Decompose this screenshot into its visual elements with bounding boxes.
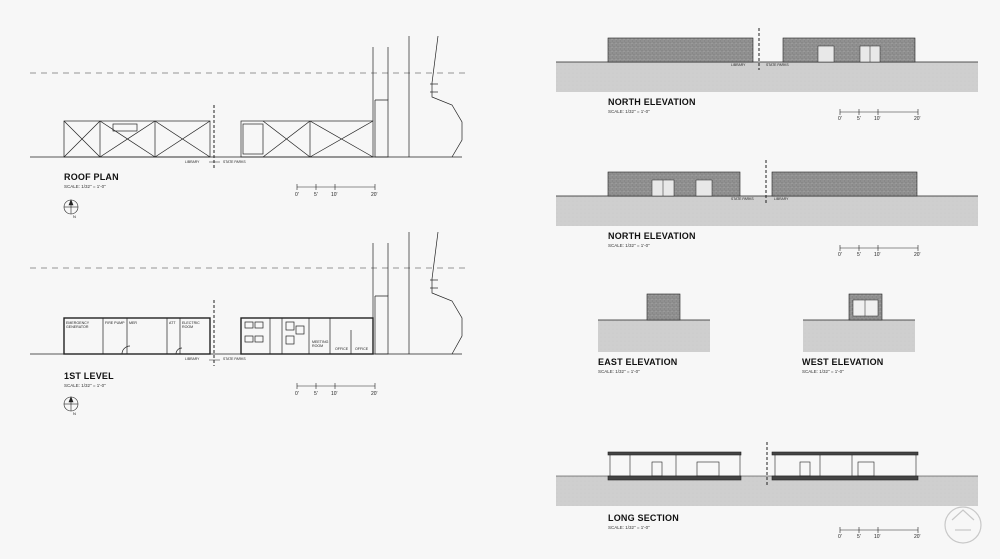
scale-tick: 5' <box>314 192 318 198</box>
scale-bar <box>839 109 919 115</box>
room-electric-room: ELECTRIC ROOM <box>182 321 200 329</box>
room-office-2: OFFICE <box>355 347 369 351</box>
east-elevation-drawing <box>598 293 710 352</box>
roof-plan-title: ROOF PLAN <box>64 172 119 182</box>
ground-fill <box>556 476 978 506</box>
library-label: LIBRARY <box>185 357 200 361</box>
north-elevation-1-title: NORTH ELEVATION <box>608 97 696 107</box>
north-arrow-icon <box>63 199 79 215</box>
scale-tick: 10' <box>331 391 338 397</box>
ground-fill <box>556 62 978 92</box>
roof-right-building <box>240 120 374 158</box>
elevation-building-right <box>771 171 918 197</box>
north-elevation-1-drawing <box>556 28 978 92</box>
state-parks-label: STATE PARKS <box>223 357 246 361</box>
first-level-title: 1ST LEVEL <box>64 371 114 381</box>
west-elevation-drawing <box>803 293 915 352</box>
first-level-north-label: N <box>73 411 76 416</box>
roof-plan-scale: SCALE: 1/32" = 1'-0" <box>64 184 106 189</box>
ground-fill <box>598 320 710 352</box>
ground-fill <box>803 320 915 352</box>
scale-bar <box>839 527 919 533</box>
scale-tick: 10' <box>874 252 881 258</box>
first-level-scale: SCALE: 1/32" = 1'-0" <box>64 383 106 388</box>
scale-tick: 5' <box>857 534 861 540</box>
north-elevation-2-title: NORTH ELEVATION <box>608 231 696 241</box>
scale-tick: 5' <box>857 116 861 122</box>
room-att: ATT <box>169 321 176 325</box>
roof-left-building <box>63 120 211 158</box>
roof-plan-north-label: N <box>73 214 76 219</box>
first-level-plan-drawing <box>30 231 470 366</box>
elevation-building-left <box>607 37 754 63</box>
east-elevation-title: EAST ELEVATION <box>598 357 678 367</box>
roof-plan-drawing <box>30 35 470 168</box>
elevation-building <box>646 293 681 321</box>
room-office-1: OFFICE <box>335 347 349 351</box>
scale-tick: 20' <box>371 391 378 397</box>
scale-tick: 5' <box>857 252 861 258</box>
scale-bar <box>296 184 376 190</box>
long-section-scale: SCALE: 1/32" = 1'-0" <box>608 525 650 530</box>
scale-tick: 10' <box>874 116 881 122</box>
state-parks-label: STATE PARKS <box>223 160 246 164</box>
scale-tick: 0' <box>838 252 842 258</box>
scale-tick: 20' <box>371 192 378 198</box>
north-arrow-icon <box>63 396 79 412</box>
scale-tick: 0' <box>295 391 299 397</box>
scale-tick: 20' <box>914 252 921 258</box>
long-section-drawing <box>556 442 978 506</box>
room-meeting-room: MEETING ROOM <box>312 340 329 348</box>
scale-bar <box>296 383 376 389</box>
ground-fill <box>556 196 978 226</box>
scale-tick: 10' <box>331 192 338 198</box>
scale-tick: 0' <box>838 116 842 122</box>
scale-bar <box>839 245 919 251</box>
elevation-building-right <box>782 37 916 63</box>
room-emergency-generator: EMERGENCY GENERATOR <box>66 321 90 329</box>
room-fire-pump: FIRE PUMP <box>105 321 125 325</box>
plan-left-building <box>63 317 211 355</box>
watermark-logo <box>944 506 982 544</box>
scale-tick: 10' <box>874 534 881 540</box>
state-parks-label: STATE PARKS <box>766 63 789 67</box>
north-elevation-2-scale: SCALE: 1/32" = 1'-0" <box>608 243 650 248</box>
library-label: LIBRARY <box>731 63 746 67</box>
east-elevation-scale: SCALE: 1/32" = 1'-0" <box>598 369 640 374</box>
scale-tick: 0' <box>295 192 299 198</box>
north-elevation-2-drawing <box>556 160 978 226</box>
plan-right-building <box>240 317 374 355</box>
scale-tick: 20' <box>914 534 921 540</box>
scale-tick: 0' <box>838 534 842 540</box>
library-label: LIBRARY <box>774 197 789 201</box>
state-parks-label: STATE PARKS <box>731 197 754 201</box>
west-elevation-title: WEST ELEVATION <box>802 357 884 367</box>
west-elevation-scale: SCALE: 1/32" = 1'-0" <box>802 369 844 374</box>
north-elevation-1-scale: SCALE: 1/32" = 1'-0" <box>608 109 650 114</box>
library-label: LIBRARY <box>185 160 200 164</box>
long-section-title: LONG SECTION <box>608 513 679 523</box>
scale-tick: 20' <box>914 116 921 122</box>
scale-tick: 5' <box>314 391 318 397</box>
room-mer: MER <box>129 321 137 325</box>
